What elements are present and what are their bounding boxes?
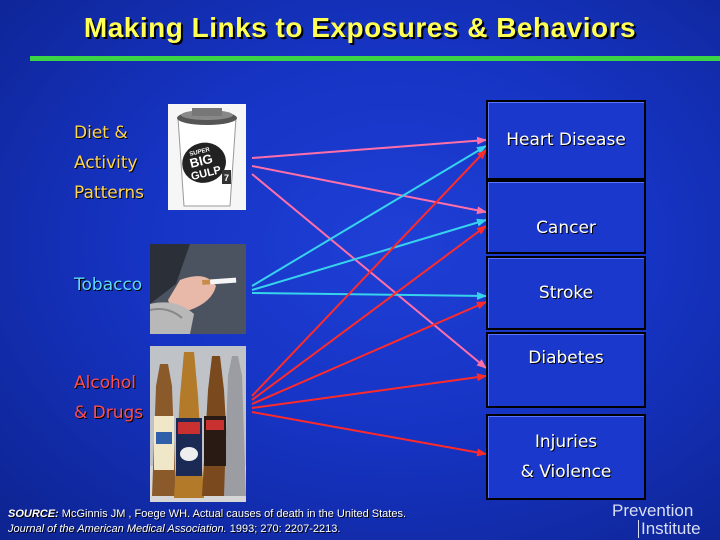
outcome-cancer-label: Cancer (536, 218, 596, 238)
arrow-tobacco-to-stroke (251, 291, 487, 300)
source-prefix: SOURCE: (8, 508, 59, 520)
outcome-injuries-violence: Injuries & Violence (486, 414, 646, 500)
cigarette-photo (150, 244, 246, 334)
label-alcohol-line-1: Alcohol (74, 373, 136, 393)
arrow-tobacco-to-cancer (251, 218, 487, 291)
label-diet-line-1: Diet & (74, 123, 128, 143)
outcome-injuries-line-2: & Violence (520, 462, 612, 482)
outcome-stroke: Stroke (486, 256, 646, 330)
arrow-alcohol-to-cancer (251, 225, 487, 401)
outcome-heart-disease-label: Heart Disease (506, 130, 626, 150)
logo-line-1: Prevention (612, 501, 694, 520)
outcome-diabetes-label: Diabetes (528, 348, 604, 368)
arrow-alcohol-to-diabetes (251, 373, 487, 409)
title-divider (30, 56, 720, 61)
source-citation: SOURCE: McGinnis JM , Foege WH. Actual c… (8, 507, 406, 537)
label-diet-line-2: Activity (74, 153, 138, 173)
outcome-diabetes: Diabetes (486, 332, 646, 408)
source-line-1: McGinnis JM , Foege WH. Actual causes of… (58, 508, 407, 520)
arrow-diet-to-cancer (251, 165, 487, 215)
slide-title: Making Links to Exposures & Behaviors (83, 12, 637, 43)
cup-text-big: BIG (188, 151, 214, 171)
source-journal: Journal of the American Medical Associat… (8, 523, 227, 535)
arrow-tobacco-to-heart (251, 145, 487, 287)
label-alcohol-drugs: Alcohol & Drugs (74, 368, 154, 428)
outcome-injuries-line-1: Injuries (534, 432, 598, 452)
label-diet-line-3: Patterns (74, 183, 145, 203)
svg-text:7: 7 (224, 173, 229, 183)
label-alcohol-line-2: & Drugs (74, 403, 144, 423)
cup-text-super: SUPER (189, 147, 211, 158)
outcome-heart-disease: Heart Disease (486, 100, 646, 180)
outcome-cancer: Cancer (486, 180, 646, 254)
alcohol-bottles-photo (150, 346, 246, 502)
arrow-alcohol-to-stroke (251, 301, 487, 405)
arrow-alcohol-to-injuries (251, 411, 487, 457)
arrow-diet-to-heart (251, 136, 487, 159)
label-tobacco: Tobacco (74, 275, 143, 295)
logo-line-2: Institute (638, 520, 701, 538)
source-line-2: 1993; 270: 2207-2213. (226, 523, 341, 535)
arrow-diet-to-diabetes (251, 173, 487, 369)
soda-cup-photo: SUPER BIG GULP 7 (168, 104, 246, 210)
outcome-stroke-label: Stroke (538, 283, 594, 303)
arrow-alcohol-to-heart (251, 149, 487, 397)
prevention-institute-logo: Prevention Institute (612, 502, 701, 538)
label-diet-activity: Diet & Activity Patterns (74, 118, 154, 208)
